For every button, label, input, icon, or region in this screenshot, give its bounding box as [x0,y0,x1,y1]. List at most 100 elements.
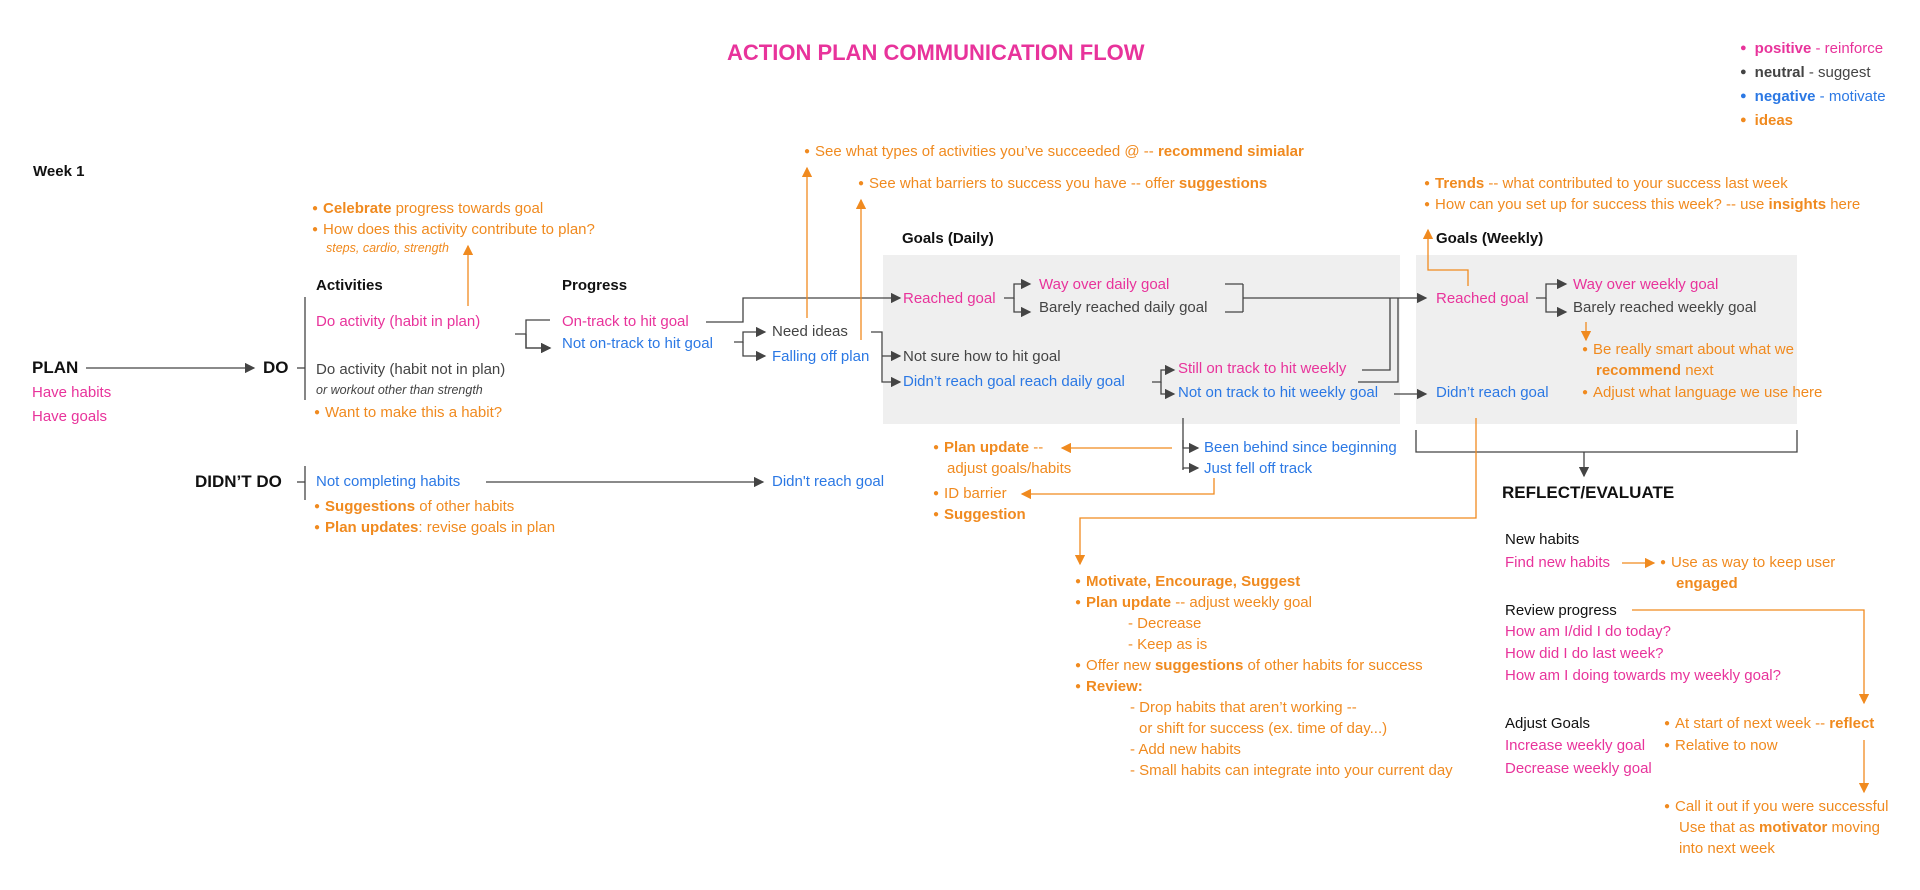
weekly-reached-goal: Reached goal [1436,290,1529,307]
reflect-q2: How did I do last week? [1505,645,1664,662]
reflect-increase: Increase weekly goal [1505,737,1646,754]
reflect-header: REFLECT/EVALUATE [1502,483,1675,502]
weekly-goals-header: Goals (Weekly) [1436,230,1544,247]
trends-bold: Trends [1435,175,1485,192]
trends-idea: Trends -- what contributed to your succe… [1424,174,1788,195]
weekly-plan-update-bold: Plan update [1086,594,1172,611]
motivate-idea: Motivate, Encourage, Suggest [1075,572,1300,593]
contribute-note: steps, cardio, strength [326,241,449,255]
see-types-text: See what types of activities you’ve succ… [815,143,1158,160]
barriers-text: See what barriers to success you have --… [869,175,1179,192]
legend-negative: negative - motivate [1740,87,1886,108]
daily-just-fell-off: Just fell off track [1204,460,1313,477]
motivator-bold: motivator [1759,819,1828,836]
plan-updates-idea: Plan updates: revise goals in plan [314,518,555,539]
weekly-way-over: Way over weekly goal [1573,276,1719,293]
daily-didnt-reach: Didn’t reach goal reach daily goal [903,373,1125,390]
trends-rest: -- what contributed to your success last… [1484,175,1788,192]
progress-on-track: On-track to hit goal [562,313,689,330]
make-habit-idea: Want to make this a habit? [314,403,502,424]
next-week-line: into next week [1679,840,1775,857]
legend-neutral: neutral - suggest [1740,63,1871,84]
daily-reached-goal: Reached goal [903,290,996,307]
reflect-q1: How am I/did I do today? [1505,623,1671,640]
daily-goals-panel [883,255,1400,424]
legend-positive-label: positive [1754,40,1812,57]
weekly-decrease: - Decrease [1128,615,1202,632]
weekly-plan-update-idea: Plan update -- adjust weekly goal [1075,593,1312,614]
reflect-q3: How am I doing towards my weekly goal? [1505,667,1781,684]
activity-not-in-plan-note: or workout other than strength [316,383,483,397]
legend-neutral-note: - suggest [1804,64,1871,81]
didnt-do-label: DIDN’T DO [195,472,282,491]
plan-update-adjust: adjust goals/habits [947,460,1072,477]
celebrate-bold: Celebrate [323,200,392,217]
not-completing-habits: Not completing habits [316,473,461,490]
review-small: - Small habits can integrate into your c… [1130,762,1453,779]
setup-idea: How can you set up for success this week… [1424,195,1860,216]
smart-idea: Be really smart about what we [1582,340,1794,361]
plan-label: PLAN [32,358,79,377]
contribute-idea: How does this activity contribute to pla… [312,220,595,241]
weekly-keep: - Keep as is [1128,636,1208,653]
setup-text: How can you set up for success this week… [1435,196,1769,213]
setup-rest: here [1826,196,1861,213]
suggestions-idea: Suggestions of other habits [314,497,514,518]
see-types-bold: recommend simialar [1157,143,1304,160]
need-ideas: Need ideas [772,323,848,340]
activities-header: Activities [316,277,383,294]
language-idea: Adjust what language we use here [1582,383,1822,404]
plan-update-rest: -- [1029,439,1044,456]
suggestions-bold: Suggestions [325,498,416,515]
daily-behind-since-beginning: Been behind since beginning [1204,439,1397,456]
progress-not-on-track: Not on-track to hit goal [562,335,713,352]
weekly-plan-update-rest: -- adjust weekly goal [1171,594,1312,611]
plan-updates-bold: Plan updates [325,519,419,536]
progress-header: Progress [562,277,628,294]
start-bold: reflect [1829,715,1875,732]
motivator-rest: moving [1827,819,1880,836]
call-out-idea: Call it out if you were successful [1664,797,1888,818]
suggestions-rest: of other habits [415,498,515,515]
engage-bold: engaged [1676,575,1738,592]
start-text: At start of next week -- [1675,715,1830,732]
review-add: - Add new habits [1130,741,1241,758]
weekly-didnt-reach: Didn’t reach goal [1436,384,1549,401]
falling-off-plan: Falling off plan [772,348,870,365]
legend-negative-label: negative [1754,88,1816,105]
offer-bold: suggestions [1154,657,1244,674]
plan-update-idea: Plan update -- [933,438,1043,459]
offer-rest: of other habits for success [1243,657,1423,674]
barriers-bold: suggestions [1178,175,1268,192]
setup-bold: insights [1768,196,1827,213]
reflect-find-new-habits: Find new habits [1505,554,1611,571]
plan-have-goals: Have goals [32,408,108,425]
didnt-do-didnt-reach-goal: Didn't reach goal [772,473,885,490]
daily-barely-reached: Barely reached daily goal [1039,299,1208,316]
celebrate-rest: progress towards goal [391,200,544,217]
smart-recommend: recommend next [1596,361,1714,380]
see-types-idea: See what types of activities you’ve succ… [804,142,1304,163]
reflect-adjust-goals: Adjust Goals [1505,715,1591,732]
motivator-text: Use that as [1679,819,1760,836]
daily-way-over: Way over daily goal [1039,276,1170,293]
start-next-week-idea: At start of next week -- reflect [1664,714,1874,735]
daily-still-on-track: Still on track to hit weekly [1178,360,1347,377]
review-drop: - Drop habits that aren’t working -- [1130,699,1357,716]
activity-in-plan: Do activity (habit in plan) [316,313,481,330]
reflect-new-habits: New habits [1505,531,1580,548]
legend-positive: positive - reinforce [1740,39,1883,60]
legend-negative-note: - motivate [1815,88,1886,105]
offer-idea: Offer new suggestions of other habits fo… [1075,656,1423,677]
plan-update-bold: Plan update [944,439,1030,456]
daily-goals-header: Goals (Daily) [902,230,994,247]
reflect-review-progress: Review progress [1505,602,1617,619]
legend-ideas: ideas [1740,111,1793,132]
daily-not-on-track-weekly: Not on track to hit weekly goal [1178,384,1379,401]
id-barrier-idea: ID barrier [933,484,1007,505]
offer-text: Offer new [1086,657,1155,674]
engage-idea: Use as way to keep user [1660,553,1835,574]
relative-idea: Relative to now [1664,736,1778,757]
motivator-line: Use that as motivator moving [1679,818,1880,837]
